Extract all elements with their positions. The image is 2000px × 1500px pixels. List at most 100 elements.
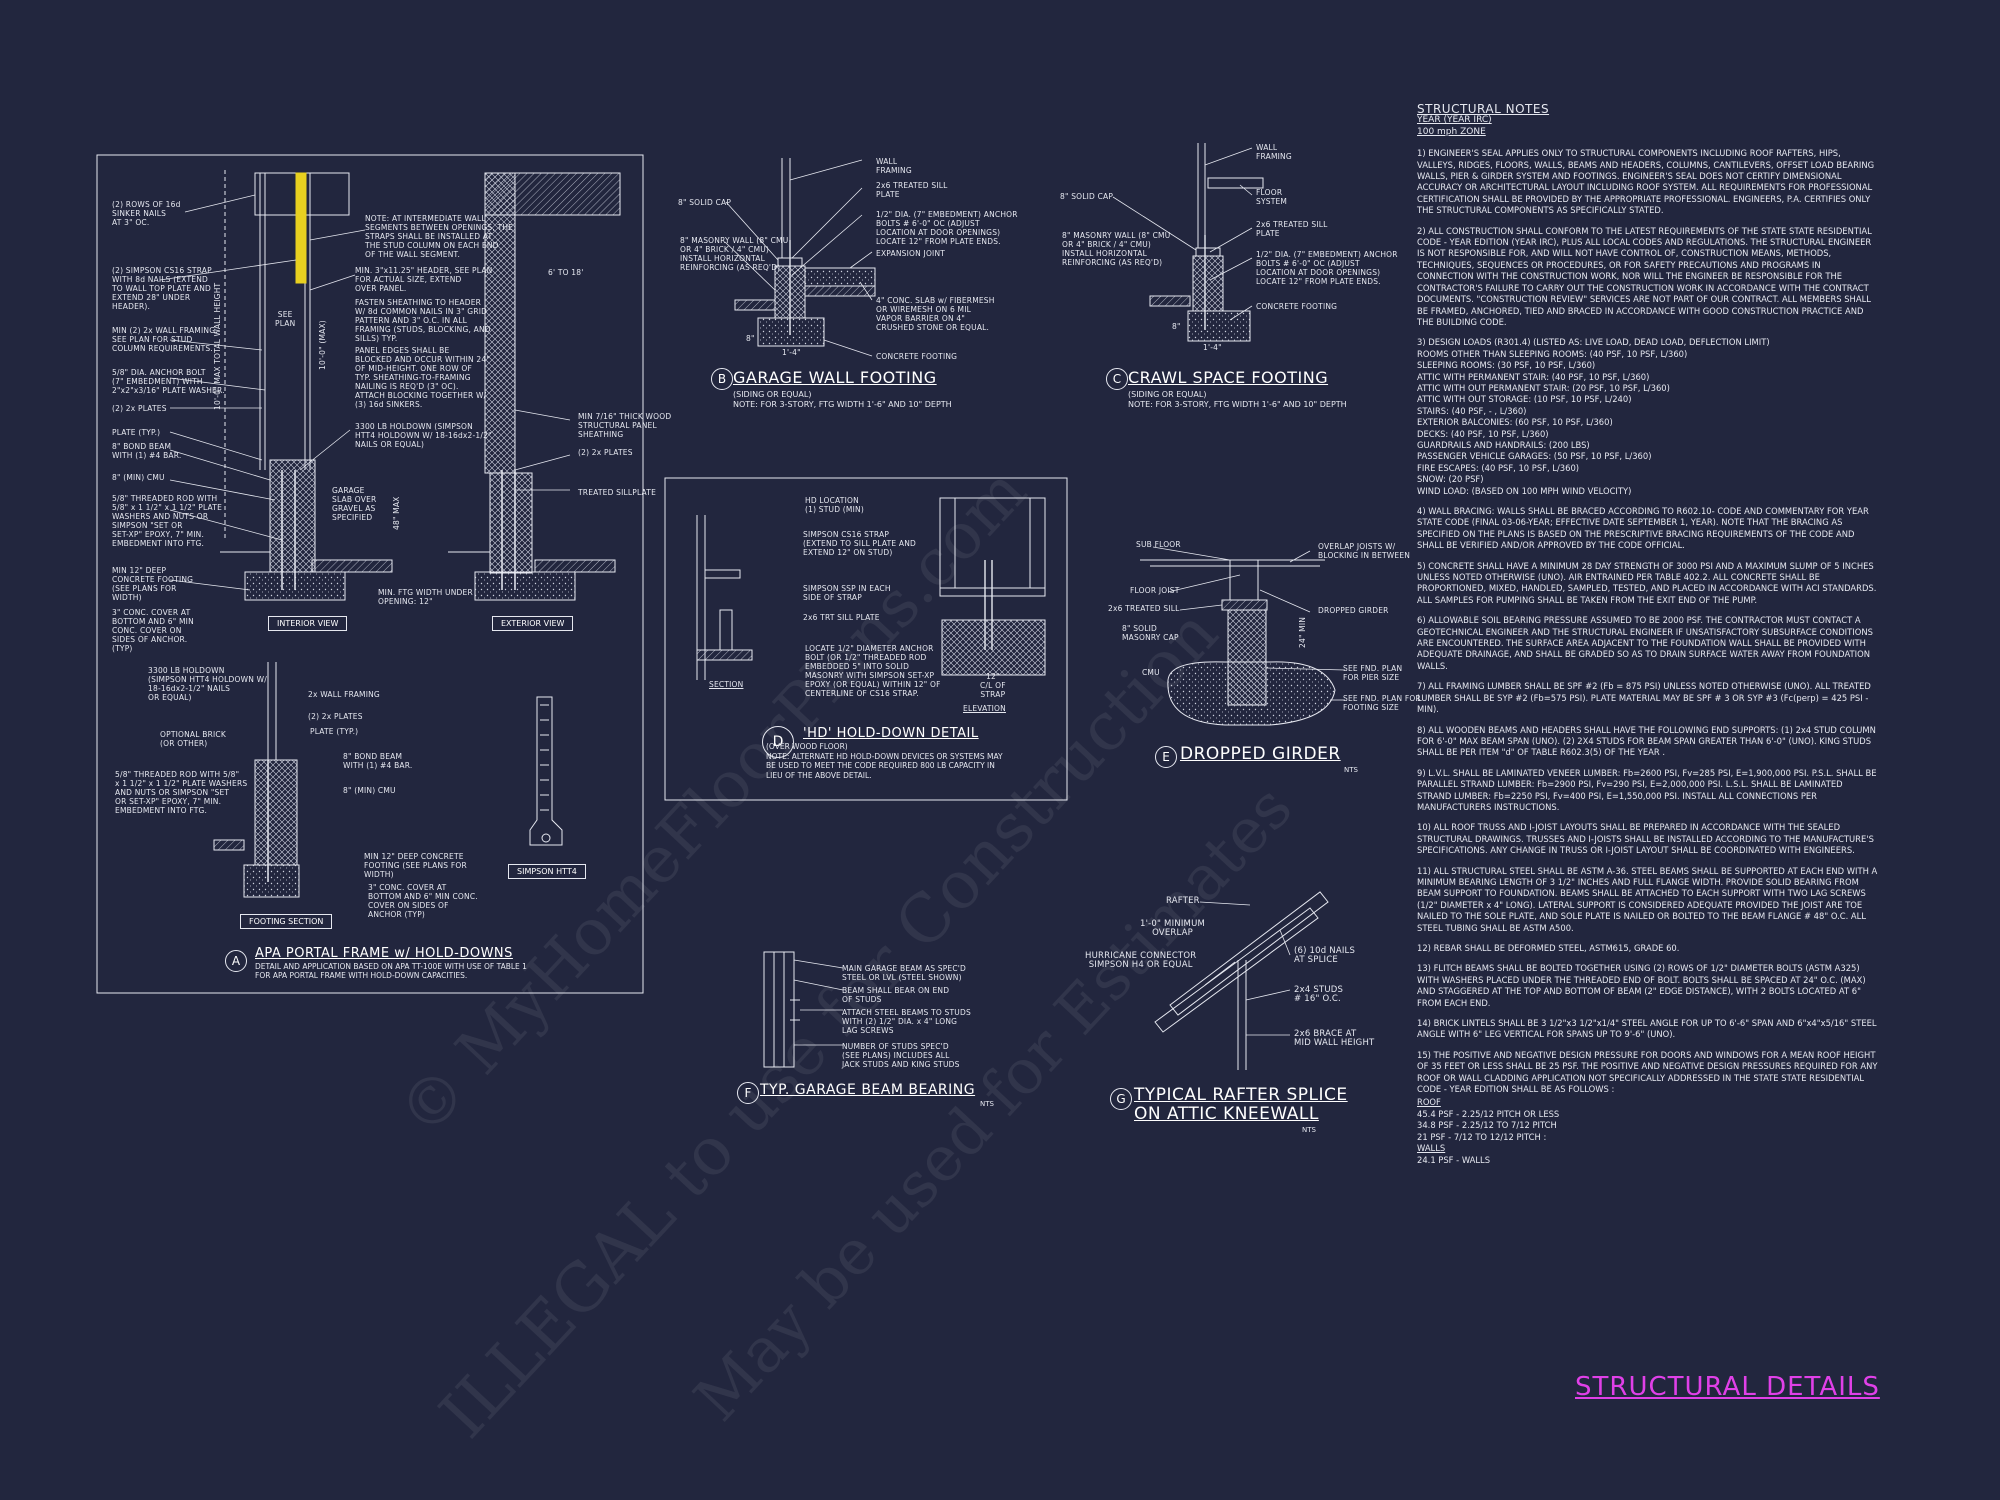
label-a-22: 10'-0" MAX TOTAL WALL HEIGHT <box>213 282 222 410</box>
label-e-7: CMU <box>1142 668 1160 677</box>
label-a-27: 2x WALL FRAMING <box>308 690 380 699</box>
title-detail-c: CRAWL SPACE FOOTING <box>1128 368 1329 387</box>
structural-notes: STRUCTURAL NOTES YEAR (YEAR IRC) 100 mph… <box>1417 103 1879 1166</box>
label-a-3: MIN. 3"x11.25" HEADER, SEE PLAN FOR ACTU… <box>355 266 493 293</box>
bubble-c: C <box>1106 368 1128 390</box>
label-a-35: 3" CONC. COVER AT BOTTOM AND 6" MIN CONC… <box>368 883 478 919</box>
label-e-5: 8" SOLID MASONRY CAP <box>1122 624 1179 642</box>
label-b-9: 8" <box>746 334 755 343</box>
label-g-1: 1'-0" MINIMUM OVERLAP <box>1140 919 1206 938</box>
label-d-2: SIMPSON SSP IN EACH SIDE OF STRAP <box>803 584 891 602</box>
tag-interior-view: INTERIOR VIEW <box>268 616 348 631</box>
label-e-0: SUB FLOOR <box>1136 540 1181 549</box>
label-a-13: 5/8" THREADED ROD WITH 5/8" x 1 1/2" x 1… <box>112 494 223 548</box>
label-e-6: 24" MIN <box>1298 616 1307 648</box>
label-e-8: SEE FND. PLAN FOR PIER SIZE <box>1343 664 1403 682</box>
label-a-10: PLATE (TYP.) <box>112 428 161 437</box>
label-a-9: 3300 LB HOLDOWN (SIMPSON HTT4 HOLDOWN W/… <box>355 422 492 449</box>
label-g-0: RAFTER <box>1166 896 1200 906</box>
label-c-0: WALL FRAMING <box>1256 143 1292 161</box>
label-c-3: 8" MASONRY WALL (8" CMU OR 4" BRICK / 4"… <box>1062 231 1171 267</box>
tag-footing-section: FOOTING SECTION <box>240 914 333 929</box>
label-a-7: 5/8" DIA. ANCHOR BOLT (7" EMBEDMENT) WIT… <box>112 368 225 395</box>
note-6: 6) ALLOWABLE SOIL BEARING PRESSURE ASSUM… <box>1417 615 1873 671</box>
label-d-5: SECTION <box>709 680 744 689</box>
title-detail-e: DROPPED GIRDER <box>1180 744 1341 764</box>
note-5: 5) CONCRETE SHALL HAVE A MINIMUM 28 DAY … <box>1417 560 1877 605</box>
label-d-1: SIMPSON CS16 STRAP (EXTEND TO SILL PLATE… <box>803 530 916 557</box>
subtitle-detail-b: (SIDING OR EQUAL) NOTE: FOR 3-STORY, FTG… <box>733 390 952 409</box>
bubble-a: A <box>225 950 247 972</box>
title-detail-b: GARAGE WALL FOOTING <box>733 368 937 387</box>
label-a-6: PANEL EDGES SHALL BE BLOCKED AND OCCUR W… <box>355 346 491 409</box>
note-14: 14) BRICK LINTELS SHALL BE 3 1/2"x3 1/2"… <box>1417 1018 1877 1040</box>
footing-section-drawing <box>213 662 300 898</box>
label-e-2: FLOOR JOIST <box>1130 586 1180 595</box>
bubble-d: D <box>762 726 794 758</box>
label-e-4: DROPPED GIRDER <box>1318 606 1389 615</box>
label-a-20: TREATED SILLPLATE <box>578 488 657 497</box>
rafter-splice-drawing <box>1154 891 1329 1070</box>
label-d-7: 12" C/L OF STRAP <box>980 672 1006 699</box>
label-b-5: EXPANSION JOINT <box>876 249 946 258</box>
label-a-32: 8" (MIN) CMU <box>343 786 396 795</box>
label-e-1: OVERLAP JOISTS W/ BLOCKING IN BETWEEN <box>1318 542 1411 560</box>
interior-view-drawing <box>220 170 393 601</box>
label-b-8: 1'-4" <box>782 348 801 357</box>
notes-year: YEAR (YEAR IRC) <box>1417 115 1492 126</box>
roof-line-1: 45.4 PSF - 2.25/12 PITCH OR LESS <box>1417 1108 1560 1119</box>
label-a-17: MIN. FTG WIDTH UNDER OPENING: 12" <box>378 588 473 606</box>
label-a-25: 48" MAX <box>392 496 401 530</box>
label-a-1: NOTE: AT INTERMEDIATE WALL SEGMENTS BETW… <box>365 214 514 259</box>
nts-detail-f: NTS <box>980 1100 994 1108</box>
label-c-2: FLOOR SYSTEM <box>1256 188 1288 206</box>
label-f-0: MAIN GARAGE BEAM AS SPEC'D STEEL OR LVL … <box>842 964 967 982</box>
note-9: 9) L.V.L. SHALL BE LAMINATED VENEER LUMB… <box>1417 767 1877 812</box>
label-a-19: (2) 2x PLATES <box>578 448 633 457</box>
note-1: 1) ENGINEER'S SEAL APPLIES ONLY TO STRUC… <box>1417 148 1875 216</box>
subtitle-detail-c: (SIDING OR EQUAL) NOTE: FOR 3-STORY, FTG… <box>1128 390 1347 409</box>
title-detail-a: APA PORTAL FRAME w/ HOLD-DOWNS <box>255 946 513 961</box>
label-a-8: (2) 2x PLATES <box>112 404 167 413</box>
subtitle-detail-a: DETAIL AND APPLICATION BASED ON APA TT-1… <box>255 962 527 980</box>
hd-hold-down-drawing <box>696 497 1046 680</box>
label-a-26: 3300 LB HOLDOWN (SIMPSON HTT4 HOLDOWN W/… <box>148 666 267 702</box>
label-a-34: MIN 12" DEEP CONCRETE FOOTING (SEE PLANS… <box>364 852 467 879</box>
tag-exterior-view: EXTERIOR VIEW <box>492 616 574 631</box>
label-g-2: HURRICANE CONNECTOR SIMPSON H4 OR EQUAL <box>1085 951 1197 970</box>
roof-heading: ROOF <box>1417 1097 1441 1108</box>
roof-line-3: 21 PSF - 7/12 TO 12/12 PITCH : <box>1417 1131 1547 1142</box>
note-13: 13) FLITCH BEAMS SHALL BE BOLTED TOGETHE… <box>1417 963 1866 1008</box>
label-a-4: FASTEN SHEATHING TO HEADER W/ 8d COMMON … <box>355 298 491 343</box>
detail-a-frame <box>96 154 644 994</box>
note-8: 8) ALL WOODEN BEAMS AND HEADERS SHALL HA… <box>1417 724 1876 758</box>
label-a-2: (2) SIMPSON CS16 STRAP WITH 8d NAILS (EX… <box>112 266 212 311</box>
label-c-1: 8" SOLID CAP <box>1060 192 1114 201</box>
label-b-4: 8" MASONRY WALL (8" CMU OR 4" BRICK / 4"… <box>680 236 789 272</box>
label-a-21: 6' TO 18' <box>548 268 584 277</box>
bubble-f: F <box>737 1082 759 1104</box>
leader-lines <box>159 147 1346 1046</box>
label-b-3: 8" SOLID CAP <box>678 198 732 207</box>
note-12: 12) REBAR SHALL BE DEFORMED STEEL, ASTM6… <box>1417 943 1680 953</box>
label-a-28: (2) 2x PLATES <box>308 712 363 721</box>
label-f-2: ATTACH STEEL BEAMS TO STUDS WITH (2) 1/2… <box>842 1008 971 1035</box>
note-2: 2) ALL CONSTRUCTION SHALL CONFORM TO THE… <box>1417 225 1872 327</box>
crawl-space-footing-drawing <box>1149 143 1264 342</box>
note-7: 7) ALL FRAMING LUMBER SHALL BE SPF #2 (F… <box>1417 681 1871 715</box>
title-detail-g-line2: ON ATTIC KNEEWALL <box>1134 1104 1319 1124</box>
label-a-31: 8" BOND BEAM WITH (1) #4 BAR. <box>343 752 413 770</box>
bubble-g: G <box>1110 1088 1132 1110</box>
note-3: 3) DESIGN LOADS (R301.4) (LISTED AS: LIV… <box>1417 337 1770 496</box>
label-a-33: 5/8" THREADED ROD WITH 5/8" x 1 1/2" x 1… <box>115 770 248 815</box>
label-a-12: 8" (MIN) CMU <box>112 473 165 482</box>
label-c-4: 2x6 TREATED SILL PLATE <box>1256 220 1328 238</box>
title-detail-f: TYP. GARAGE BEAM BEARING <box>760 1082 976 1098</box>
walls-heading: WALLS <box>1417 1143 1446 1154</box>
simpson-htt4-drawing <box>529 696 563 846</box>
label-c-7: 1'-4" <box>1203 343 1222 352</box>
note-4: 4) WALL BRACING: WALLS SHALL BE BRACED A… <box>1417 506 1869 551</box>
label-a-0: (2) ROWS OF 16d SINKER NAILS AT 3" OC. <box>112 200 181 227</box>
label-b-1: 2x6 TREATED SILL PLATE <box>876 181 948 199</box>
